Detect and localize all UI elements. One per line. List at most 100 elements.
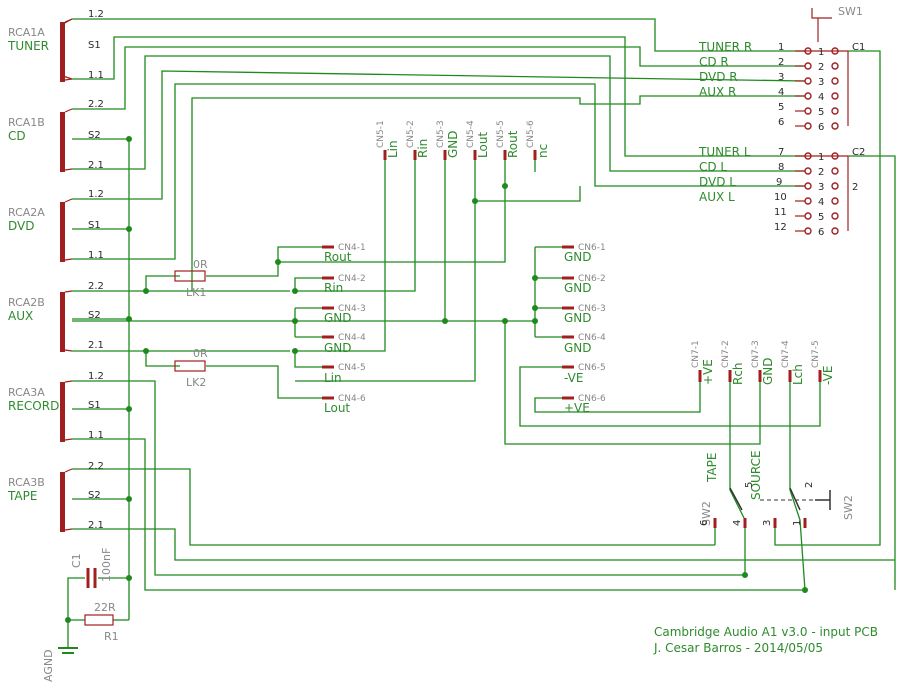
rca1a-pin1: 1.2	[88, 9, 104, 20]
lk1: 0R LK1	[174, 258, 208, 299]
svg-text:1: 1	[792, 520, 803, 526]
cn5-6-pin: CN5-6	[526, 120, 536, 148]
sw1-net-cd-r: CD R	[699, 55, 729, 69]
cn7-2-net: Rch	[731, 362, 745, 385]
sw2-right-name: SW2	[842, 495, 855, 520]
lk2-name: LK2	[186, 376, 206, 389]
cn5-2-pin: CN5-2	[406, 120, 416, 148]
agnd-label: AGND	[42, 649, 55, 682]
sw1-net-dvd-l: DVD L	[699, 175, 736, 189]
svg-text:4: 4	[732, 520, 743, 526]
cn6-1-pin: CN6-1	[578, 243, 606, 253]
cn6-6-pin: CN6-6	[578, 394, 606, 404]
wires	[67, 18, 896, 648]
rca3a-pin1: 1.2	[88, 371, 104, 382]
rca2b: RCA2B AUX 2.2 S2 2.1	[8, 281, 104, 352]
rca2a-pin3: 1.1	[88, 250, 104, 261]
rca1b-label: CD	[8, 129, 26, 143]
sw1-pin2: 2	[778, 57, 784, 68]
sw1-c1: C1	[852, 42, 865, 53]
r1-name: R1	[104, 630, 119, 643]
rca2b-pin1: 2.2	[88, 281, 104, 292]
sw1-pin6: 6	[778, 117, 784, 128]
rca3b-name: RCA3B	[8, 476, 45, 489]
cn5-3-net: GND	[446, 130, 460, 158]
svg-text:6: 6	[818, 122, 824, 133]
cn5-6-net: nc	[536, 144, 550, 158]
cn4-5-pin: CN4-5	[338, 363, 366, 373]
cn5-5-pin: CN5-5	[496, 120, 506, 148]
rca2b-pin2: S2	[88, 310, 101, 321]
svg-text:2: 2	[804, 482, 815, 488]
cn4-1-pin: CN4-1	[338, 243, 366, 253]
cn5-3-pin: CN5-3	[436, 120, 446, 148]
sw1-net-tuner-r: TUNER R	[698, 40, 752, 54]
rca1a-name: RCA1A	[8, 26, 45, 39]
sw1-pin11: 11	[774, 207, 787, 218]
sw1-pin3: 3	[778, 72, 784, 83]
svg-text:4: 4	[818, 197, 824, 208]
lk1-value: 0R	[193, 258, 208, 271]
rca2b-label: AUX	[8, 309, 33, 323]
sw1-c2: C2	[852, 147, 865, 158]
rca1b-pin3: 2.1	[88, 160, 104, 171]
rca1a-label: TUNER	[7, 39, 49, 53]
rca1a-pin3: 1.1	[88, 70, 104, 81]
svg-text:5: 5	[818, 107, 824, 118]
svg-text:1: 1	[818, 47, 824, 58]
sw1-pin12: 12	[774, 222, 787, 233]
cn5: CN5-1 Lin CN5-2 Rin CN5-3 GND CN5-4 Lout…	[376, 120, 550, 172]
cn5-1-pin: CN5-1	[376, 120, 386, 148]
sw1: SW1 C1 C2 TUNER R CD R DVD R AUX R 1 2 3…	[698, 5, 865, 238]
svg-text:2: 2	[818, 62, 824, 73]
cn7-3-net: GND	[761, 357, 775, 385]
svg-text:3: 3	[818, 182, 824, 193]
rca2a-label: DVD	[8, 219, 34, 233]
cn4-6-pin: CN4-6	[338, 394, 366, 404]
sw1-net-aux-r: AUX R	[699, 85, 736, 99]
credit-line1: Cambridge Audio A1 v3.0 - input PCB	[654, 625, 878, 639]
rca3a-label: RECORD	[8, 399, 59, 413]
rca3b: RCA3B TAPE 2.2 S2 2.1	[7, 461, 104, 532]
rca1a-pin2: S1	[88, 40, 101, 51]
svg-text:6: 6	[818, 227, 824, 238]
cn6-2-net: GND	[564, 281, 592, 295]
cn5-1-net: Lin	[386, 140, 400, 158]
cn6-3-pin: CN6-3	[578, 304, 606, 314]
sw1-name: SW1	[838, 5, 863, 18]
svg-text:2: 2	[818, 167, 824, 178]
cn4-3-pin: CN4-3	[338, 304, 366, 314]
rca3b-pin1: 2.2	[88, 461, 104, 472]
svg-text:3: 3	[762, 520, 773, 526]
cn5-4-net: Lout	[476, 132, 490, 158]
rca2b-pin3: 2.1	[88, 340, 104, 351]
cn7-1-pin: CN7-1	[691, 340, 701, 368]
cn7-3-pin: CN7-3	[751, 340, 761, 368]
lk2-value: 0R	[193, 347, 208, 360]
cn6-3-net: GND	[564, 311, 592, 325]
cn6-4-net: GND	[564, 341, 592, 355]
rca-connectors: RCA1A TUNER 1.2 S1 1.1 RCA1B CD 2.2 S2 2…	[7, 9, 104, 532]
cn6-2-pin: CN6-2	[578, 274, 606, 284]
cn7-1-net: +VE	[701, 359, 715, 385]
svg-text:4: 4	[818, 92, 824, 103]
rca3b-pin3: 2.1	[88, 520, 104, 531]
rca1a: RCA1A TUNER 1.2 S1 1.1	[7, 9, 104, 82]
rca1b-name: RCA1B	[8, 116, 45, 129]
rca3a-pin3: 1.1	[88, 430, 104, 441]
sw2-left-name: SW2	[700, 501, 713, 526]
cn4-6-net: Lout	[324, 401, 350, 415]
rca2a-pin1: 1.2	[88, 189, 104, 200]
sw1-pin8: 8	[778, 162, 784, 173]
cn7-5-net: -VE	[821, 366, 835, 385]
cn4-1-net: Rout	[324, 250, 352, 264]
cn6-4-pin: CN6-4	[578, 333, 606, 343]
credits: Cambridge Audio A1 v3.0 - input PCB J. C…	[653, 625, 878, 655]
cn4-4-net: GND	[324, 341, 352, 355]
cn4-3-net: GND	[324, 311, 352, 325]
rca3b-pin2: S2	[88, 490, 101, 501]
rca2a-name: RCA2A	[8, 206, 45, 219]
sw1-net-tuner-l: TUNER L	[698, 145, 751, 159]
cn4: CN4-1 Rout CN4-2 Rin CN4-3 GND CN4-4 GND…	[322, 243, 366, 415]
cn4-2-net: Rin	[324, 281, 343, 295]
